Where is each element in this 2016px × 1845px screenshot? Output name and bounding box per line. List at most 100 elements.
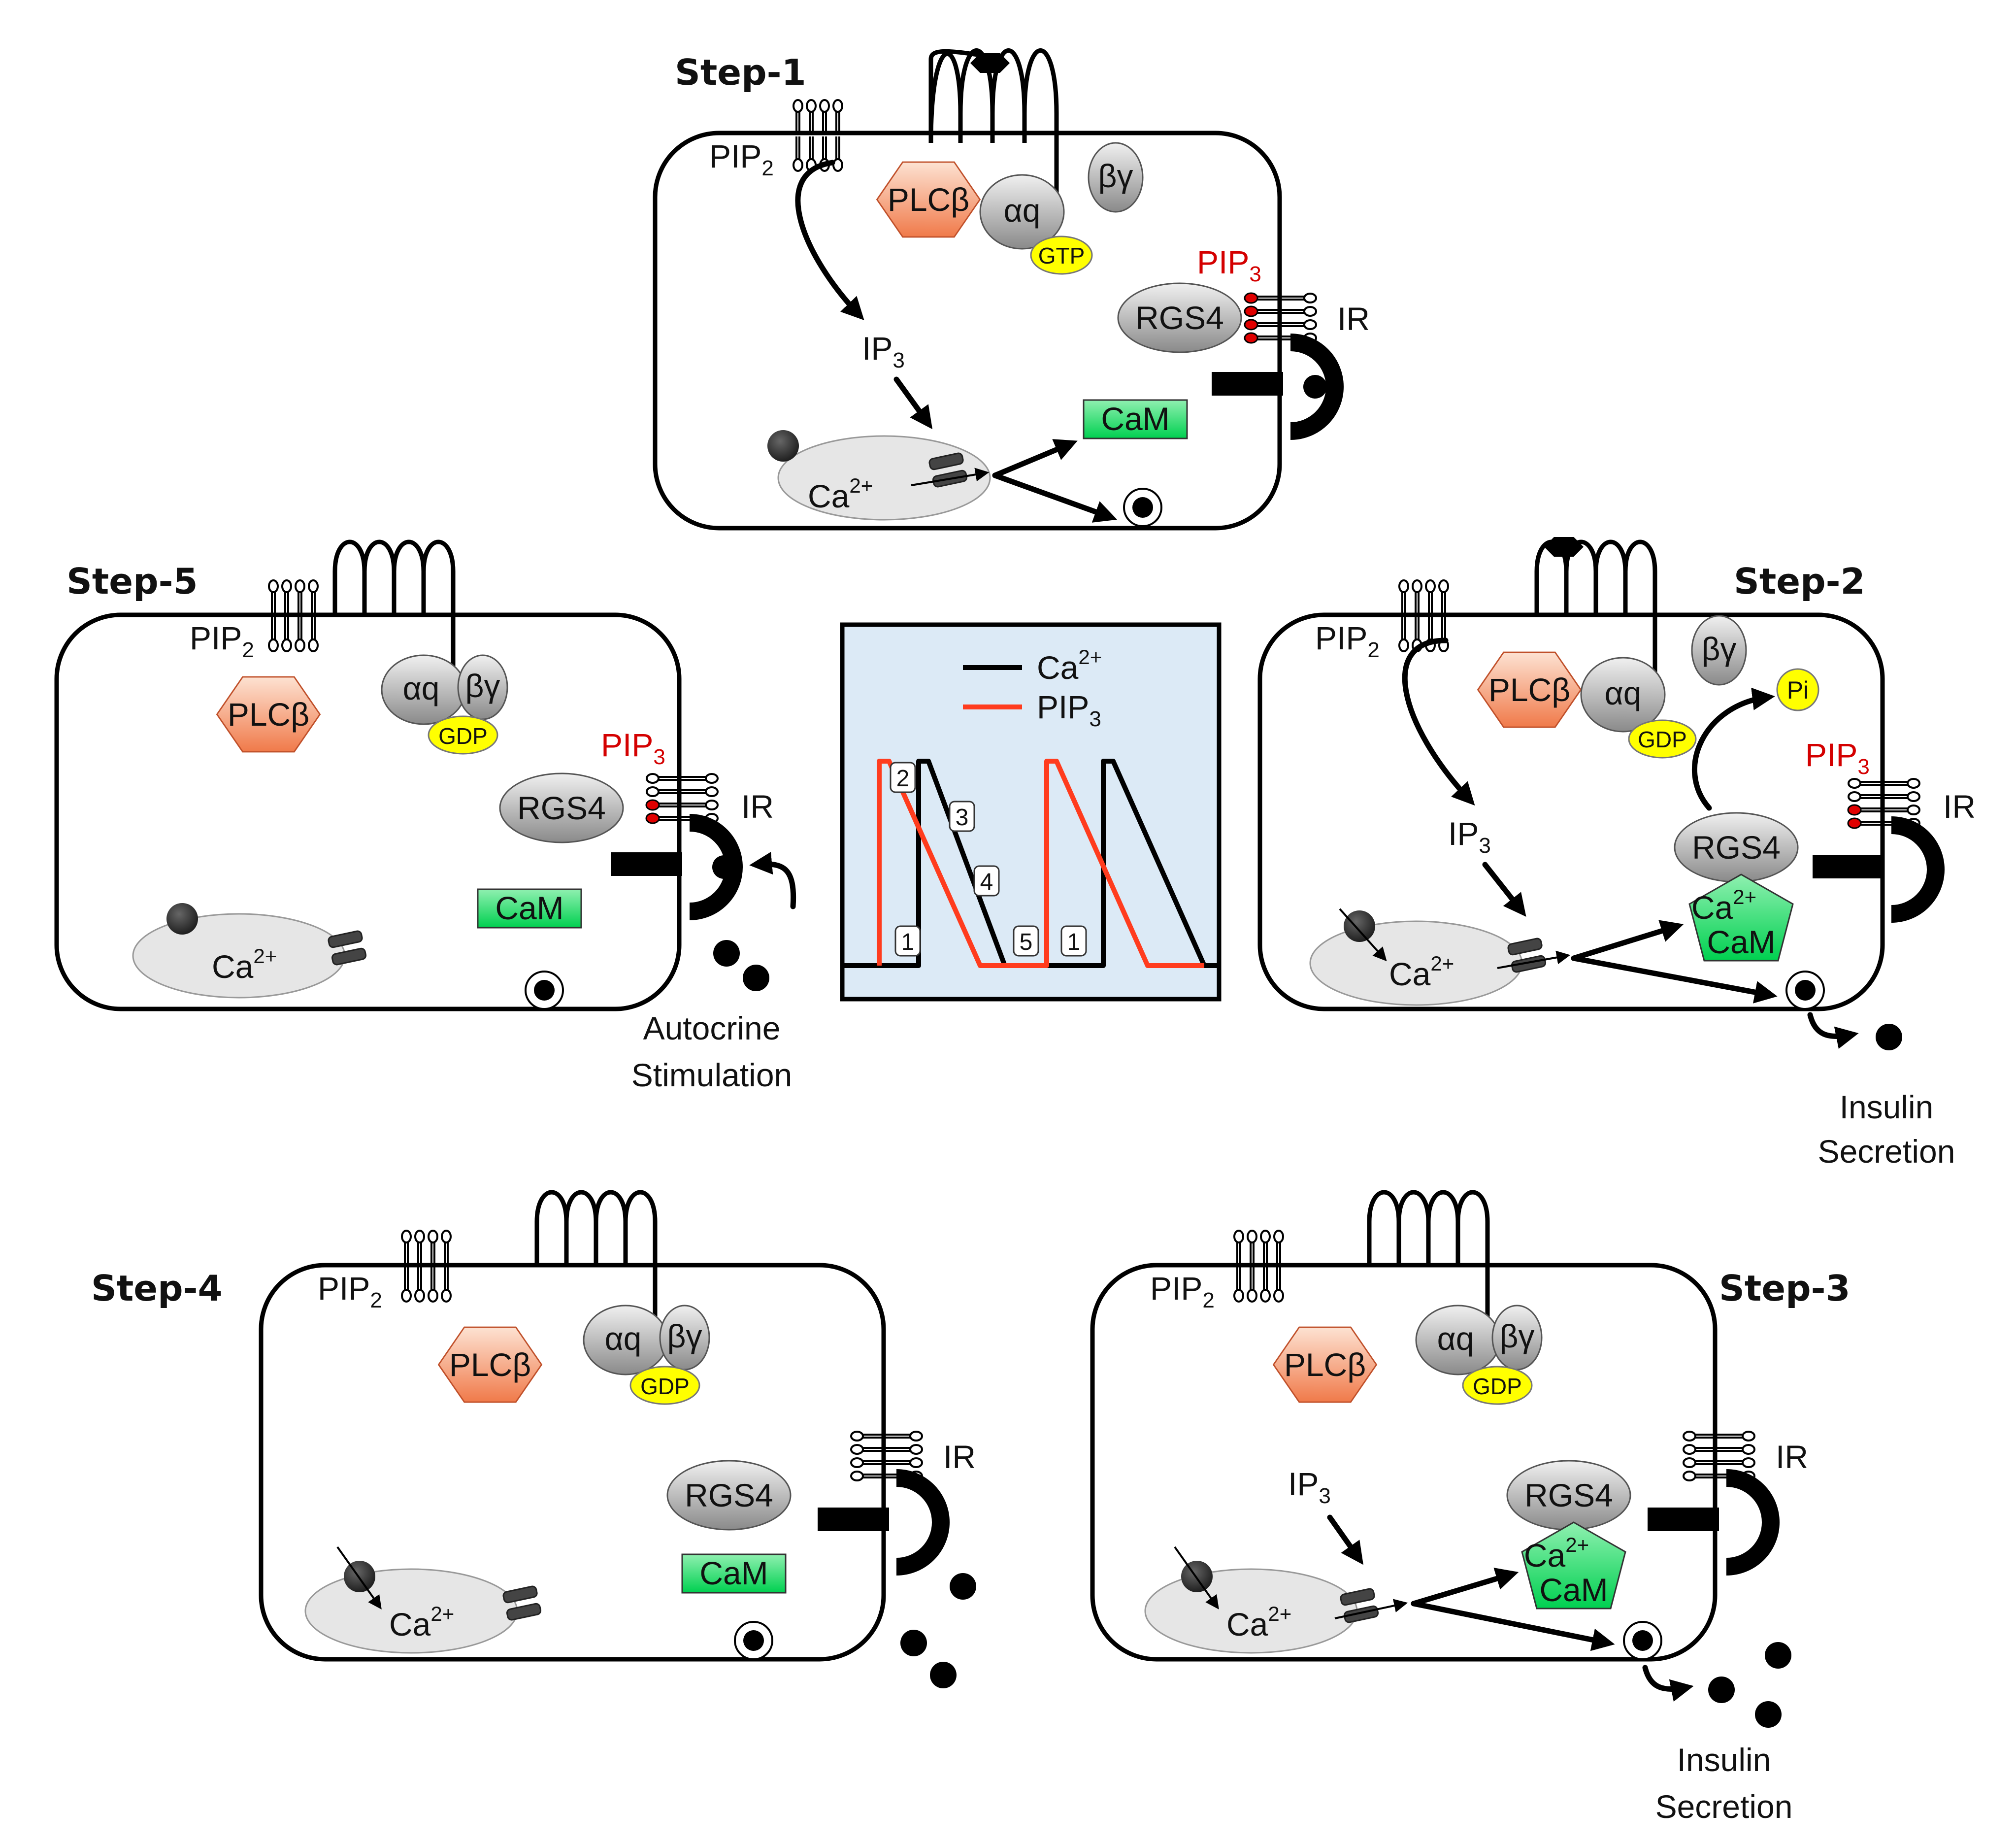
ir-label: IR: [1337, 301, 1370, 337]
er-receptor-ball: [1181, 1561, 1213, 1592]
step-5-group: PIP2 PLCβ αq βγ GDP RGS4 PIP3 IR CaM Ca2…: [132, 539, 796, 1093]
phase-marker-2: 2: [890, 762, 916, 793]
cam-box: [1083, 399, 1188, 439]
stimulation-label: Stimulation: [631, 1057, 793, 1093]
ir-label: IR: [741, 788, 774, 825]
secretion-label: Secretion: [1818, 1133, 1955, 1170]
pip3-label: PIP3: [1197, 244, 1261, 286]
ca-release-arrow: [1497, 950, 1571, 969]
phase-marker-1: 1: [894, 925, 921, 957]
svg-text:5: 5: [1020, 929, 1033, 955]
pip2-label: PIP2: [1150, 1270, 1215, 1312]
ca-to-granule-arrow: [1571, 955, 1778, 1004]
svg-text:1: 1: [1067, 929, 1081, 955]
pip2-to-ip3-arrow: [795, 160, 864, 321]
step-2-group: PIP2 PLCβ αq GDP βγ Pi IP3 Ca2+ RGS4 Ca2…: [1309, 537, 1976, 1170]
rgs4-label: RGS4: [1135, 300, 1224, 336]
series-line-pip3: [877, 759, 1204, 968]
ca-cam-ca-label: Ca2+: [1524, 1533, 1589, 1574]
bound-insulin: [712, 855, 736, 879]
secretion-arrow: [1807, 1012, 1859, 1049]
insulin-granule: [1123, 488, 1162, 527]
insulin-dot: [1876, 1024, 1902, 1050]
rgs4-protein: [1117, 282, 1242, 353]
ca-to-cam-arrow: [992, 439, 1078, 478]
er-receptor-ball: [344, 1561, 375, 1592]
insulin-label: Insulin: [1840, 1089, 1934, 1125]
rgs4-label: RGS4: [1524, 1477, 1613, 1513]
beta-gamma-label: βγ: [1702, 631, 1737, 667]
pip2-label: PIP2: [1315, 620, 1380, 662]
gpcr-receptor: [928, 48, 1059, 197]
step-2-label: Step-2: [1734, 561, 1865, 602]
alpha-q-label: αq: [605, 1320, 642, 1357]
plcb-label: PLCβ: [1284, 1346, 1366, 1383]
ca-release-arrow: [1334, 1599, 1408, 1619]
ca-to-cam-arrow: [1571, 920, 1684, 961]
ca-to-granule-arrow: [1411, 1601, 1615, 1651]
cam-box: [477, 888, 582, 929]
rgs4-label: RGS4: [1692, 829, 1781, 866]
alpha-q-label: αq: [403, 670, 440, 706]
gpcr-receptor: [534, 1190, 658, 1335]
ip3-arrow: [1482, 862, 1526, 917]
beta-gamma-label: βγ: [465, 668, 500, 704]
step-1-label: Step-1: [675, 52, 806, 93]
insulin-granule: [734, 1621, 773, 1660]
pi-label: Pi: [1787, 676, 1809, 704]
svg-text:1: 1: [901, 929, 915, 955]
pip2-to-ip3-arrow: [1402, 637, 1475, 806]
insulin-label: Insulin: [1677, 1742, 1771, 1778]
step-5-label: Step-5: [66, 561, 198, 602]
ca-cam-complex: [1521, 1521, 1626, 1610]
ca-cam-label: CaM: [1707, 924, 1775, 960]
ca-cam-label: CaM: [1539, 1572, 1608, 1608]
ip3-arrow: [1327, 1514, 1363, 1565]
ca-refill-arrow: [1339, 908, 1387, 962]
ca-cam-ca-label: Ca2+: [1691, 885, 1756, 926]
insulin-granule: [525, 971, 564, 1010]
ip3-label: IP3: [862, 330, 905, 372]
plcb-label: PLCβ: [1488, 671, 1570, 708]
pip2-label: PIP2: [190, 620, 254, 662]
rgs4-protein: [666, 1460, 792, 1531]
insulin-dot: [950, 1573, 976, 1600]
cam-box: [681, 1553, 787, 1594]
ca-release-arrow: [911, 468, 990, 486]
ip3-arrow: [893, 376, 933, 430]
gdp-label: GDP: [1638, 727, 1687, 752]
plcb-label: PLCβ: [449, 1346, 531, 1383]
autocrine-arrow: [749, 852, 796, 909]
ir-label: IR: [1776, 1439, 1808, 1475]
pip2-label: PIP2: [709, 138, 774, 180]
phase-marker-3: 3: [949, 801, 975, 832]
gdp-badge: [1462, 1366, 1533, 1405]
step-3-group: PIP2 PLCβ αq βγ GDP IP3 Ca2+ RGS4 Ca2+ C…: [1144, 1190, 1808, 1825]
gdp-badge: [428, 715, 498, 755]
legend-ca: Ca2+: [1037, 645, 1102, 686]
beta-gamma-subunit: [1691, 615, 1747, 686]
cam-label: CaM: [495, 890, 563, 926]
phase-marker-5: 5: [1013, 925, 1039, 957]
ip3-label: IP3: [1448, 815, 1491, 858]
phase-marker-4: 4: [973, 865, 1000, 897]
alpha-q-label: αq: [1605, 675, 1642, 711]
gdp-badge: [629, 1366, 700, 1405]
svg-text:4: 4: [980, 869, 993, 895]
step-1-group: PIP2 PLCβ αq GTP βγ IP3 Ca2+ CaM PIP3: [709, 48, 1370, 527]
svg-text:3: 3: [956, 805, 969, 831]
step-4-label: Step-4: [91, 1268, 223, 1309]
rgs4-gap-arrow: [1691, 687, 1775, 811]
ca-to-cam-arrow: [1411, 1568, 1519, 1607]
alpha-q-subunit: [979, 174, 1065, 250]
plcb-label: PLCβ: [888, 181, 969, 218]
ca-label: Ca2+: [389, 1602, 454, 1643]
er-calcium-store: [777, 435, 991, 521]
svg-text:2: 2: [896, 766, 910, 792]
secretion-label: Secretion: [1655, 1788, 1793, 1825]
alpha-q-subunit: [1580, 657, 1666, 733]
agonist-ligand-icon: [970, 53, 1010, 73]
gdp-label: GDP: [640, 1374, 690, 1399]
insulin-granule: [1623, 1621, 1662, 1660]
er-receptor-ball: [1344, 910, 1375, 942]
